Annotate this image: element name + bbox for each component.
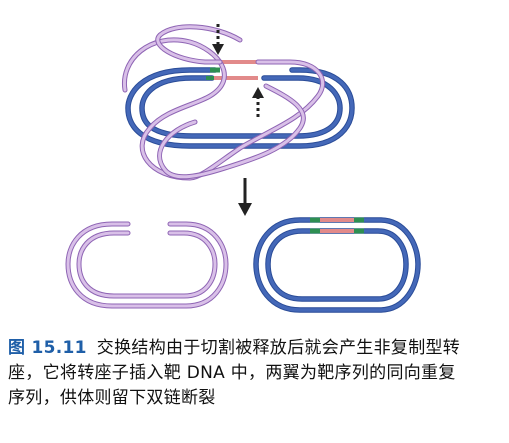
donor-dna-with-break bbox=[65, 221, 229, 309]
donor-inner-strand-fill bbox=[77, 231, 217, 298]
donor-dna-strand-1-fill bbox=[122, 38, 325, 180]
target-outer-ring-fill bbox=[254, 218, 420, 312]
caption-line-2: 座，它将转座子插入靶 DNA 中，两翼为靶序列的同向重复 bbox=[8, 363, 456, 383]
figure-label: 图 15.11 bbox=[8, 338, 87, 358]
dotted-down-arrow-icon bbox=[212, 24, 224, 55]
target-inner-ring-fill bbox=[266, 229, 408, 301]
transposition-diagram bbox=[65, 24, 421, 313]
figure-caption: 图 15.11 交换结构由于切割被释放后就会产生非复制型转 座，它将转座子插入靶 … bbox=[8, 336, 500, 411]
caption-line-3: 序列，供体则留下双链断裂 bbox=[8, 388, 216, 408]
target-inner-ring bbox=[265, 228, 409, 302]
target-dna-inner-strand-fill bbox=[140, 76, 342, 138]
donor-dna-strand-2-fill bbox=[156, 25, 305, 179]
caption-line-1: 交换结构由于切割被释放后就会产生非复制型转 bbox=[96, 338, 461, 358]
donor-outer-strand-fill bbox=[66, 222, 228, 308]
donor-inner-strand bbox=[76, 230, 218, 299]
crossover-structure bbox=[121, 24, 355, 181]
target-dna-with-insert bbox=[253, 217, 421, 313]
down-arrow-icon bbox=[238, 178, 252, 216]
dotted-up-arrow-icon bbox=[252, 87, 264, 118]
